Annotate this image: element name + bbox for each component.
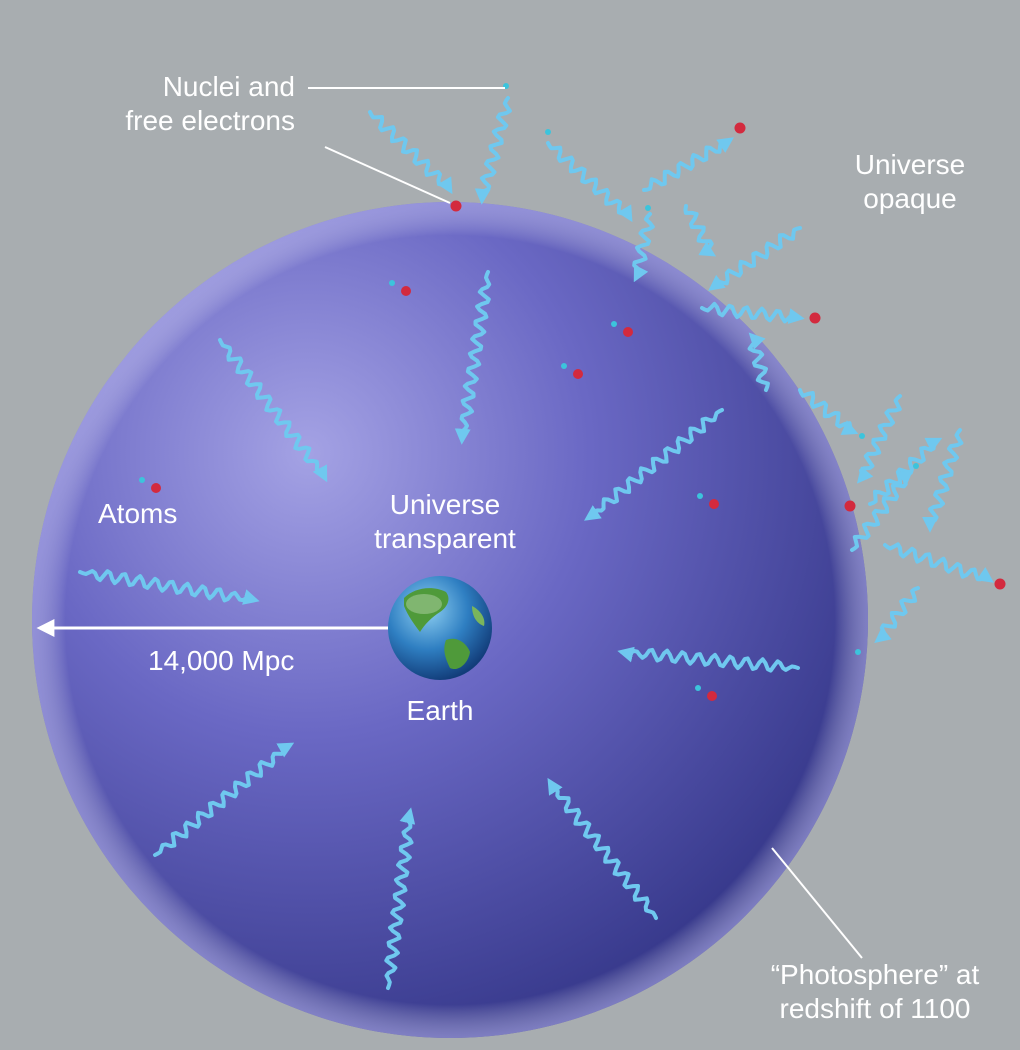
photon-arrow-18 <box>798 388 859 435</box>
atom-electron-1 <box>139 477 145 483</box>
universe-opaque-line2: opaque <box>863 183 957 214</box>
universe-transparent-label: Universe transparent <box>360 488 530 556</box>
photosphere-leader-line <box>771 847 863 959</box>
photon-arrow-10 <box>474 96 512 205</box>
atom-electron-4 <box>611 321 617 327</box>
free-nucleus-1 <box>450 200 462 212</box>
photon-arrow-21 <box>850 468 914 552</box>
photon-arrow-14 <box>708 226 802 291</box>
free-electron-3 <box>645 205 651 211</box>
photon-arrow-12 <box>642 137 734 192</box>
photon-arrow-19 <box>856 394 902 484</box>
atom-electron-5 <box>697 493 703 499</box>
photon-arrow-9 <box>368 110 453 195</box>
universe-opaque-label: Universe opaque <box>820 148 1000 216</box>
free-electron-2 <box>545 129 551 135</box>
earth-label: Earth <box>406 695 474 726</box>
photon-arrow-6 <box>547 777 658 920</box>
atom-nucleus-2 <box>401 286 411 296</box>
photon-arrow-1 <box>218 338 328 483</box>
photon-group <box>78 96 994 990</box>
free-nucleus-2 <box>734 122 746 134</box>
free-nucleus-3 <box>809 312 821 324</box>
free-electron-5 <box>913 463 919 469</box>
free-nucleus-4 <box>844 500 856 512</box>
atom-nucleus-6 <box>707 691 717 701</box>
atom-electron-2 <box>389 280 395 286</box>
photon-arrow-15 <box>683 204 717 257</box>
atom-nucleus-5 <box>709 499 719 509</box>
nuclei-label-line1: Nuclei and <box>162 71 295 102</box>
photon-arrow-8 <box>153 742 295 857</box>
particle-group <box>139 83 1006 701</box>
atom-nucleus-4 <box>623 327 633 337</box>
photon-arrow-7 <box>384 807 416 990</box>
photon-arrow-5 <box>617 646 800 673</box>
photon-arrow-24 <box>874 586 920 643</box>
photon-arrow-2 <box>454 270 492 445</box>
earth-globe-icon <box>388 576 492 680</box>
nuclei-leader-line-2 <box>324 146 451 204</box>
photosphere-label-line1: “Photosphere” at <box>770 959 980 990</box>
photosphere-label-line2: redshift of 1100 <box>779 993 971 1024</box>
universe-transparent-line1: Universe <box>389 489 501 520</box>
universe-transparent-line2: transparent <box>374 523 516 554</box>
free-electron-6 <box>855 649 861 655</box>
atoms-label: Atoms <box>98 498 178 529</box>
atom-nucleus-1 <box>151 483 161 493</box>
nuclei-label-line2: free electrons <box>125 105 295 136</box>
photosphere-label: “Photosphere” at redshift of 1100 <box>730 958 1020 1026</box>
universe-opaque-line1: Universe <box>854 149 966 180</box>
photon-arrow-17 <box>747 332 770 392</box>
photon-arrow-22 <box>922 428 964 533</box>
atom-nucleus-3 <box>573 369 583 379</box>
atom-electron-6 <box>695 685 701 691</box>
photon-arrow-4 <box>78 569 260 605</box>
free-electron-4 <box>859 433 865 439</box>
photon-arrow-13 <box>632 212 655 283</box>
nuclei-label: Nuclei and free electrons <box>95 70 295 138</box>
photon-arrow-16 <box>700 301 805 325</box>
atom-electron-3 <box>561 363 567 369</box>
free-nucleus-5 <box>994 578 1006 590</box>
photon-arrow-3 <box>584 408 724 521</box>
photon-arrow-11 <box>546 141 633 223</box>
photon-arrow-23 <box>883 542 994 583</box>
distance-label: 14,000 Mpc <box>148 645 295 676</box>
